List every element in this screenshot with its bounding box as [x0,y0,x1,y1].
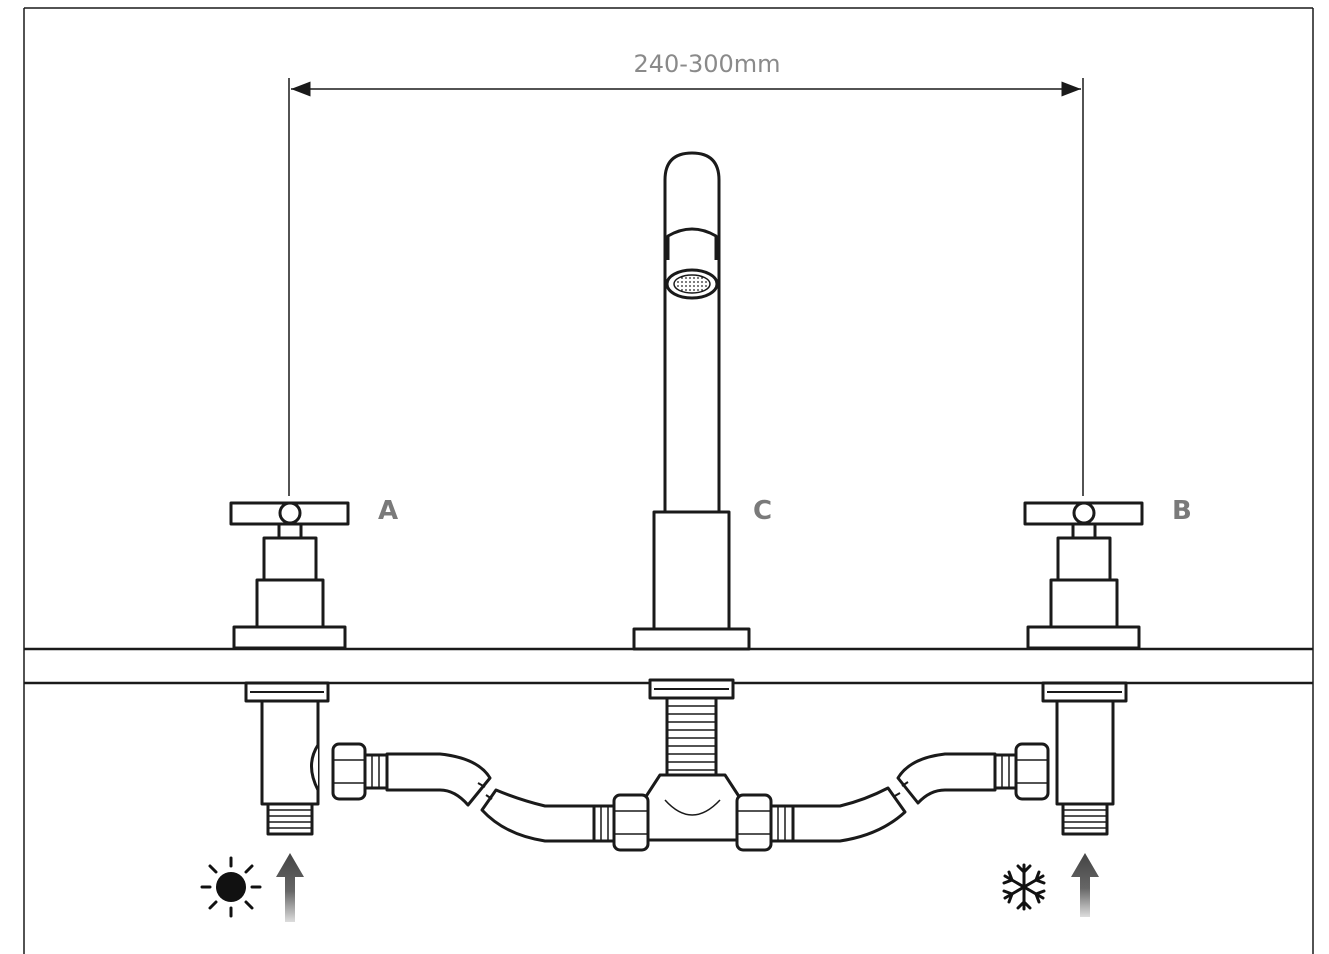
right-flexible-hose [791,752,997,843]
countertop [24,647,1313,685]
spout-c [632,151,751,651]
centre-tee [592,678,795,852]
left-flexible-hose [385,752,596,843]
hot-inflow-arrow-up-icon [276,853,304,922]
cold-inflow-arrow-up-icon [1071,853,1099,917]
sun-icon [200,856,262,918]
threaded-shank [667,705,716,771]
snowflake-icon [1002,863,1046,911]
label-c: C [753,496,772,526]
valve-b [1023,501,1144,650]
dimension-line [288,78,1084,496]
right-tee-body [993,681,1128,836]
left-tee-body [244,681,389,836]
dimension-label: 240-300mm [633,50,780,78]
label-a: A [378,496,398,526]
valve-a [229,501,350,650]
outer-frame [23,7,1314,954]
label-b: B [1172,496,1192,526]
